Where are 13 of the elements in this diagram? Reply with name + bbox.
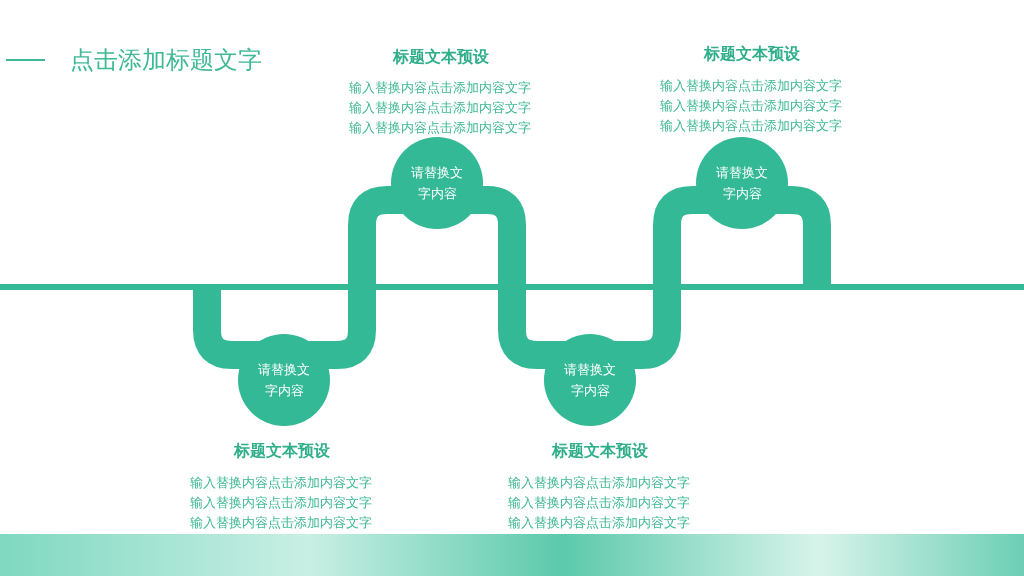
circle-label: 请替换文字内容 — [563, 361, 617, 400]
heading: 标题文本预设 — [702, 44, 801, 65]
circle-label: 请替换文字内容 — [715, 164, 769, 203]
heading: 标题文本预设 — [550, 441, 649, 462]
circle-label: 请替换文字内容 — [410, 164, 464, 203]
heading: 标题文本预设 — [232, 441, 331, 462]
heading: 标题文本预设 — [391, 47, 490, 68]
description: 输入替换内容点击添加内容文字输入替换内容点击添加内容文字输入替换内容点击添加内容文字 — [508, 474, 691, 532]
description: 输入替换内容点击添加内容文字输入替换内容点击添加内容文字输入替换内容点击添加内容文字 — [190, 474, 373, 532]
description: 输入替换内容点击添加内容文字输入替换内容点击添加内容文字输入替换内容点击添加内容文字 — [660, 77, 843, 135]
circle-label: 请替换文字内容 — [257, 361, 311, 400]
description: 输入替换内容点击添加内容文字输入替换内容点击添加内容文字输入替换内容点击添加内容文字 — [349, 79, 532, 137]
title: 点击添加标题文字 — [70, 45, 262, 76]
